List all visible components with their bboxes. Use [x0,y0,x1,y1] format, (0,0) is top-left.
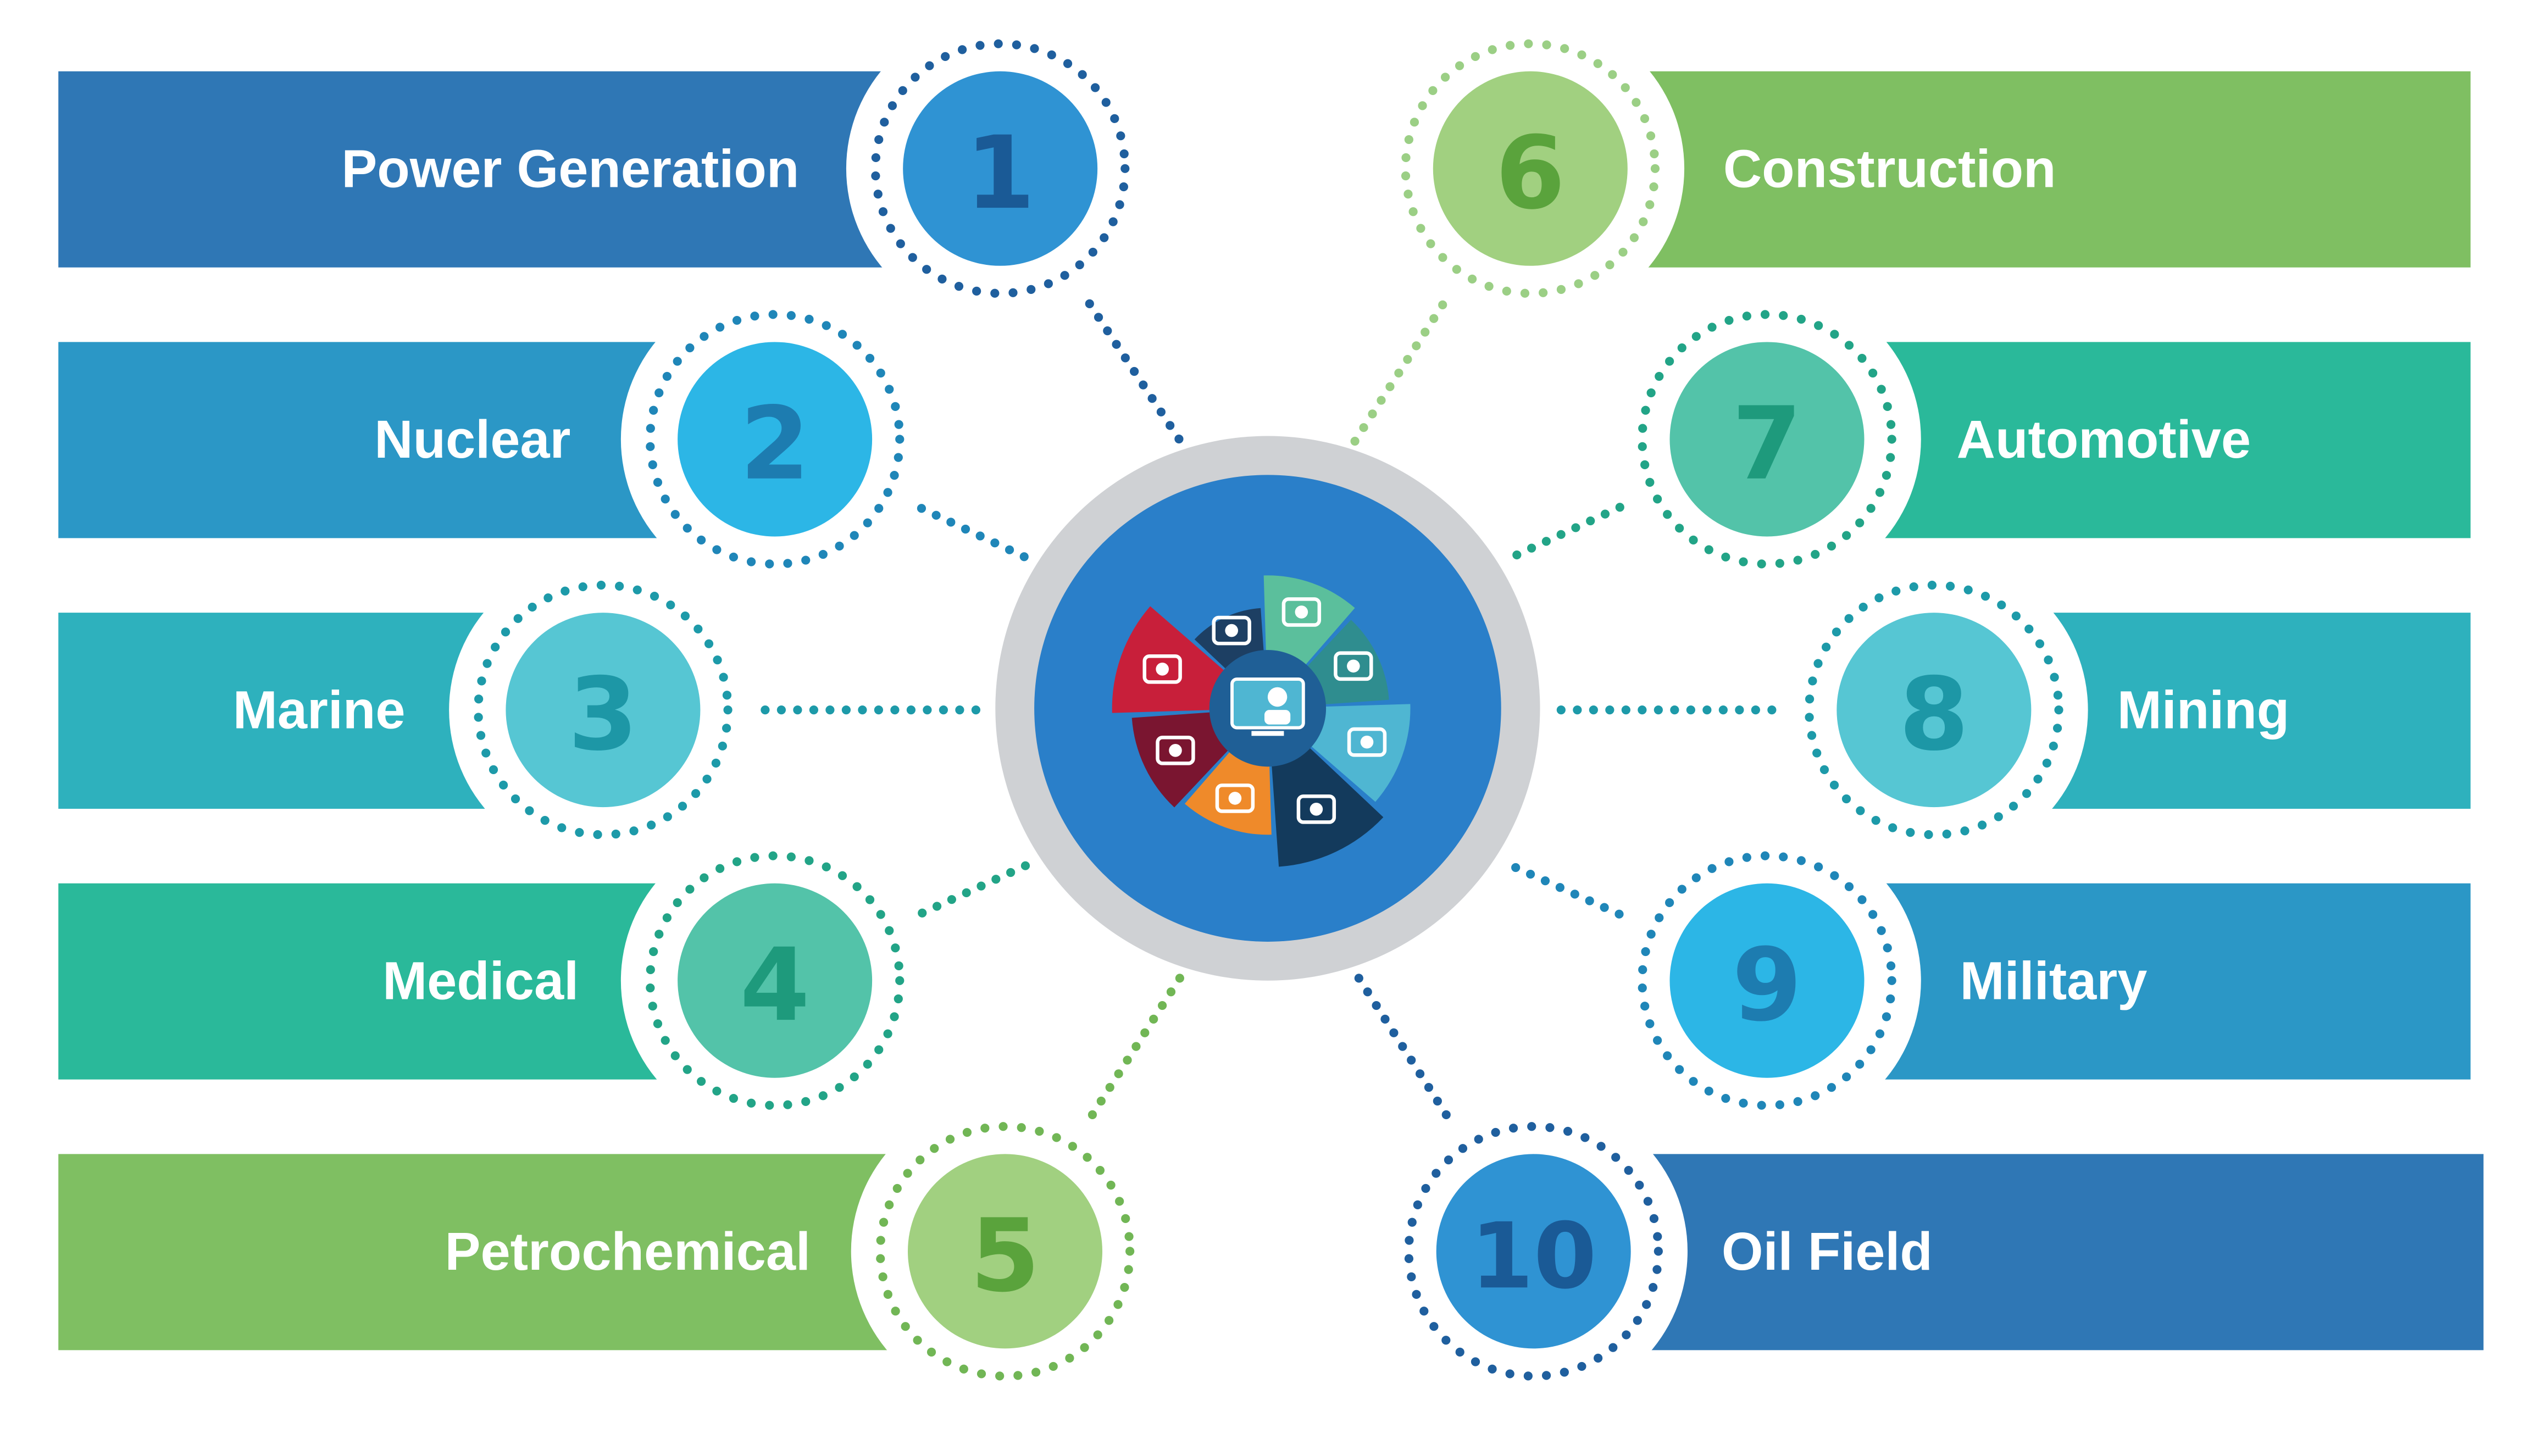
connector-oil-field [1351,968,1468,1147]
central-hub [995,436,1540,981]
hub-segment-monitor-shield [1112,606,1231,713]
hub-segment-graduation-cap [1271,741,1384,867]
banner-marine [58,613,511,809]
label-oil-field: Oil Field [1722,1221,1933,1281]
badge-circle [903,71,1098,266]
connector-power-generation [1067,272,1188,451]
badge-circle [1436,1154,1631,1349]
label-nuclear: Nuclear [374,409,570,469]
badge-marine: 3 [449,555,757,864]
hub-segment-crane-gear [1131,712,1235,808]
industry-banners: Power GenerationNuclearMarineMedicalPetr… [58,71,2484,1351]
badge-dotted-ring [645,310,905,569]
badge-circle [1669,883,1865,1078]
hub-segment-worker [1304,704,1411,802]
badge-mining: 8 [1780,555,2088,864]
badge-nuclear: 2 [620,285,929,593]
banner-construction [1621,71,2471,268]
badge-dotted-ring [870,39,1130,298]
badge-number: 6 [1495,115,1565,232]
badge-number: 3 [568,656,638,773]
label-power-generation: Power Generation [341,138,799,198]
badge-oil-field: 10 [1379,1097,1688,1405]
badge-number: 9 [1732,927,1802,1044]
badge-construction: 6 [1376,14,1685,323]
badge-number: 4 [740,927,809,1044]
shovel-worker-icon [1215,783,1255,813]
badge-medical: 4 [620,826,929,1135]
badge-number: 10 [1471,1203,1597,1309]
badge-number: 5 [970,1198,1040,1315]
connector-construction [1347,273,1465,451]
engineer-monitor-icon [1209,649,1327,767]
gear-icon [1212,615,1251,646]
badge-dotted-ring [1805,580,2063,840]
badge-circle [678,883,873,1078]
badge-military: 9 [1613,826,1921,1135]
badge-power-generation: 1 [846,14,1155,323]
connector-medical [888,859,1034,931]
badge-number: 2 [740,386,809,503]
badge-petrochemical: 5 [851,1097,1159,1405]
label-marine: Marine [233,680,406,740]
banner-petrochemical [58,1154,908,1351]
connector-automotive [1503,489,1654,564]
banner-nuclear [58,342,681,538]
label-medical: Medical [382,951,579,1010]
number-badges: 1 2 3 4 5 6 7 8 9 10 [449,14,2088,1405]
badge-dotted-ring [474,580,733,840]
graduation-cap-icon [1296,794,1336,824]
badge-number: 8 [1899,656,1969,773]
badge-dotted-ring [645,851,905,1110]
badge-dotted-ring [875,1122,1135,1381]
badge-dotted-ring [1404,1122,1663,1381]
badge-automotive: 7 [1613,285,1921,593]
badge-number: 7 [1732,386,1802,503]
badge-circle [678,342,873,537]
label-mining: Mining [2117,680,2290,740]
connector-petrochemical [1070,968,1188,1147]
badge-circle [908,1154,1102,1349]
cloud-lock-icon [1334,651,1373,681]
banner-automotive [1856,342,2471,538]
hub-segment-cloud-lock [1301,620,1389,705]
label-automotive: Automotive [1957,409,2251,469]
factory-icon [1281,597,1322,627]
badge-number: 1 [966,115,1035,232]
badge-circle [1433,71,1628,266]
connector-lines [728,272,1809,1147]
banner-power-generation [58,71,908,268]
badge-dotted-ring [1638,851,1896,1110]
worker-icon [1347,727,1387,757]
label-petrochemical: Petrochemical [445,1221,811,1281]
label-construction: Construction [1723,138,2056,198]
label-military: Military [1960,951,2148,1010]
badge-circle [506,613,701,808]
banner-military [1856,883,2471,1080]
badge-dotted-ring [1401,39,1660,298]
connector-military [1503,859,1654,932]
monitor-shield-icon [1142,654,1182,684]
badge-circle [1669,342,1865,537]
badge-dotted-ring [1638,310,1896,569]
banner-mining [2026,613,2471,809]
banner-oil-field [1621,1154,2484,1351]
banner-medical [58,883,681,1080]
connector-nuclear [887,490,1034,564]
crane-gear-icon [1156,735,1195,765]
badge-circle [1837,613,2032,808]
